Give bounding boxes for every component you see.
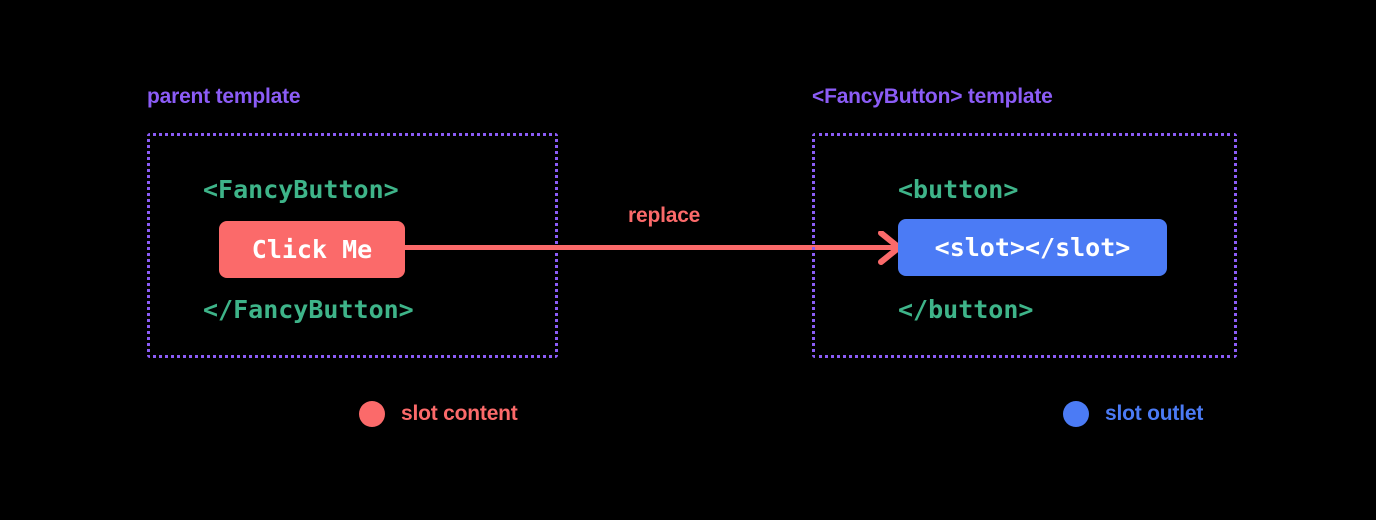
parent-template-caption: parent template xyxy=(147,85,301,108)
legend-label-slot-content: slot content xyxy=(401,402,518,425)
replace-arrow-label: replace xyxy=(628,204,701,227)
legend-item-slot-outlet: slot outlet xyxy=(1063,401,1203,427)
button-open-tag: <button> xyxy=(898,175,1019,204)
slot-content-chip: Click Me xyxy=(219,221,405,278)
circle-dot-icon xyxy=(1063,401,1089,427)
circle-dot-icon xyxy=(359,401,385,427)
fancybutton-template-caption: <FancyButton> template xyxy=(812,85,1053,108)
legend-label-slot-outlet: slot outlet xyxy=(1105,402,1204,425)
parent-open-tag: <FancyButton> xyxy=(203,175,399,204)
parent-close-tag: </FancyButton> xyxy=(203,295,414,324)
fancybutton-template-box xyxy=(812,133,1237,358)
legend-item-slot-content: slot content xyxy=(359,401,518,427)
slot-outlet-chip: <slot></slot> xyxy=(898,219,1167,276)
button-close-tag: </button> xyxy=(898,295,1034,324)
